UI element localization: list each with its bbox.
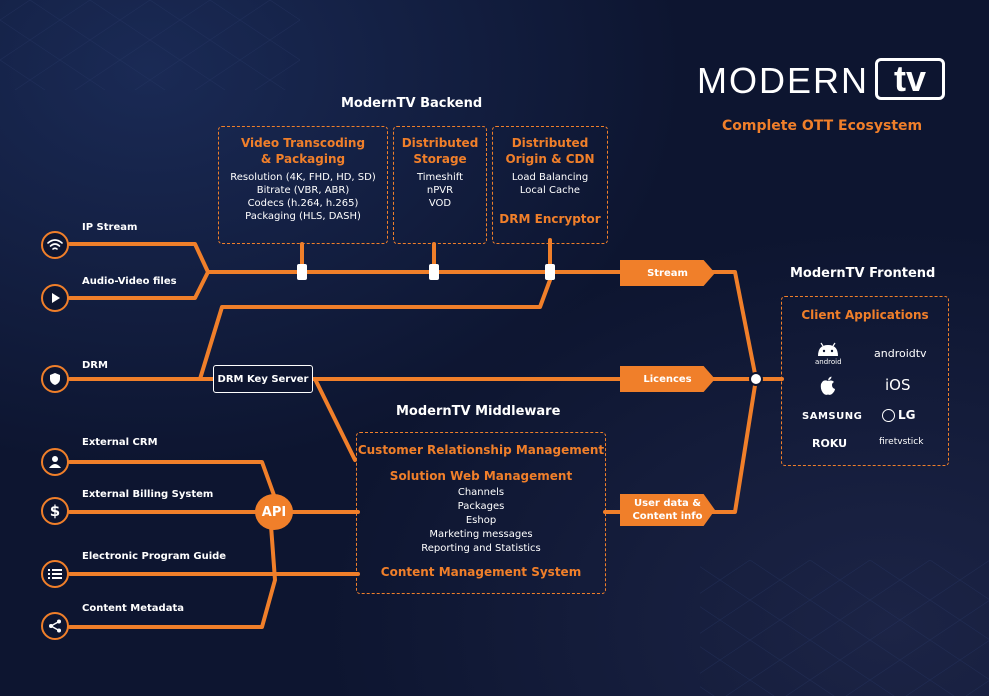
network-decoration-bottom xyxy=(700,560,989,696)
storage-item: nPVR xyxy=(426,185,454,196)
middleware-box: Customer Relationship Management Solutio… xyxy=(356,432,606,594)
backend-tap-node xyxy=(429,264,439,280)
middleware-crm: Customer Relationship Management xyxy=(357,443,605,457)
api-label: API xyxy=(261,504,287,520)
frontend-title: ModernTV Frontend xyxy=(790,266,936,281)
metadata-label: Content Metadata xyxy=(82,603,184,614)
middleware-item: Eshop xyxy=(465,515,497,526)
client-applications-title: Client Applications xyxy=(801,308,929,322)
middleware-item: Packages xyxy=(457,501,505,512)
user-icon xyxy=(41,448,69,476)
origin-box: Distributed Origin & CDN Load Balancing … xyxy=(492,126,608,244)
user-data-chip-label-2: Content info xyxy=(632,511,703,522)
play-icon xyxy=(41,284,69,312)
storage-item: VOD xyxy=(428,198,452,209)
dollar-icon: $ xyxy=(41,497,69,525)
drm-encryptor: DRM Encryptor xyxy=(499,212,601,226)
transcoding-item: Codecs (h.264, h.265) xyxy=(247,198,359,209)
list-icon xyxy=(41,560,69,588)
middleware-title: ModernTV Middleware xyxy=(396,404,561,419)
stream-chip: Stream xyxy=(620,260,715,286)
tagline: Complete OTT Ecosystem xyxy=(722,118,923,134)
licences-chip: Licences xyxy=(620,366,715,392)
user-data-chip: User data & Content info xyxy=(620,494,715,526)
lg-logo-icon xyxy=(882,409,895,422)
lg-label: LG xyxy=(898,408,916,422)
share-icon xyxy=(41,612,69,640)
backend-title: ModernTV Backend xyxy=(341,96,483,111)
network-decoration-top xyxy=(0,0,300,90)
licences-chip-label: Licences xyxy=(643,373,692,385)
android-label: android xyxy=(815,358,842,366)
shield-icon xyxy=(41,365,69,393)
transcoding-title-1: Video Transcoding xyxy=(240,136,366,150)
logo: MODERN tv xyxy=(697,58,952,108)
middleware-item: Reporting and Statistics xyxy=(421,543,541,554)
androidtv-label: androidtv xyxy=(874,347,927,360)
backend-tap-node xyxy=(297,264,307,280)
firetv-label: firetvstick xyxy=(879,437,924,447)
drm-label: DRM xyxy=(82,360,108,371)
origin-title-1: Distributed xyxy=(511,136,589,150)
ios-label: iOS xyxy=(885,376,911,394)
user-data-chip-label-1: User data & xyxy=(634,498,701,509)
logo-tv-badge: tv xyxy=(875,58,945,100)
storage-box: Distributed Storage Timeshift nPVR VOD xyxy=(393,126,487,244)
drm-key-server-label: DRM Key Server xyxy=(217,373,309,385)
transcoding-box: Video Transcoding & Packaging Resolution… xyxy=(218,126,388,244)
samsung-label: SAMSUNG xyxy=(802,411,863,422)
origin-item: Local Cache xyxy=(519,185,581,196)
stream-chip-label: Stream xyxy=(647,267,688,279)
external-crm-label: External CRM xyxy=(82,437,158,448)
middleware-item: Channels xyxy=(457,487,505,498)
android-robot-icon xyxy=(816,342,840,362)
origin-item: Load Balancing xyxy=(511,172,589,183)
middleware-cms: Content Management System xyxy=(380,565,582,579)
logo-word: MODERN xyxy=(697,60,869,101)
storage-title-2: Storage xyxy=(413,152,467,166)
ip-stream-label: IP Stream xyxy=(82,222,138,233)
origin-title-2: Origin & CDN xyxy=(505,152,595,166)
transcoding-item: Resolution (4K, FHD, HD, SD) xyxy=(230,172,376,183)
roku-label: ROKU xyxy=(812,437,848,450)
storage-item: Timeshift xyxy=(416,172,464,183)
middleware-item: Marketing messages xyxy=(429,529,533,540)
epg-label: Electronic Program Guide xyxy=(82,551,227,562)
transcoding-item: Packaging (HLS, DASH) xyxy=(245,211,361,222)
backend-tap-node xyxy=(545,264,555,280)
transcoding-item: Bitrate (VBR, ABR) xyxy=(256,185,350,196)
client-applications-box: Client Applications xyxy=(781,296,949,466)
billing-label: External Billing System xyxy=(82,489,214,500)
apple-icon xyxy=(819,376,837,400)
middleware-swm: Solution Web Management xyxy=(389,469,573,483)
drm-key-server-box: DRM Key Server xyxy=(213,365,313,393)
frontend-hub-node xyxy=(749,372,763,386)
transcoding-title-2: & Packaging xyxy=(260,152,346,166)
wifi-icon xyxy=(41,231,69,259)
api-node: API xyxy=(255,494,293,530)
av-files-label: Audio-Video files xyxy=(82,276,177,287)
storage-title-1: Distributed xyxy=(401,136,479,150)
